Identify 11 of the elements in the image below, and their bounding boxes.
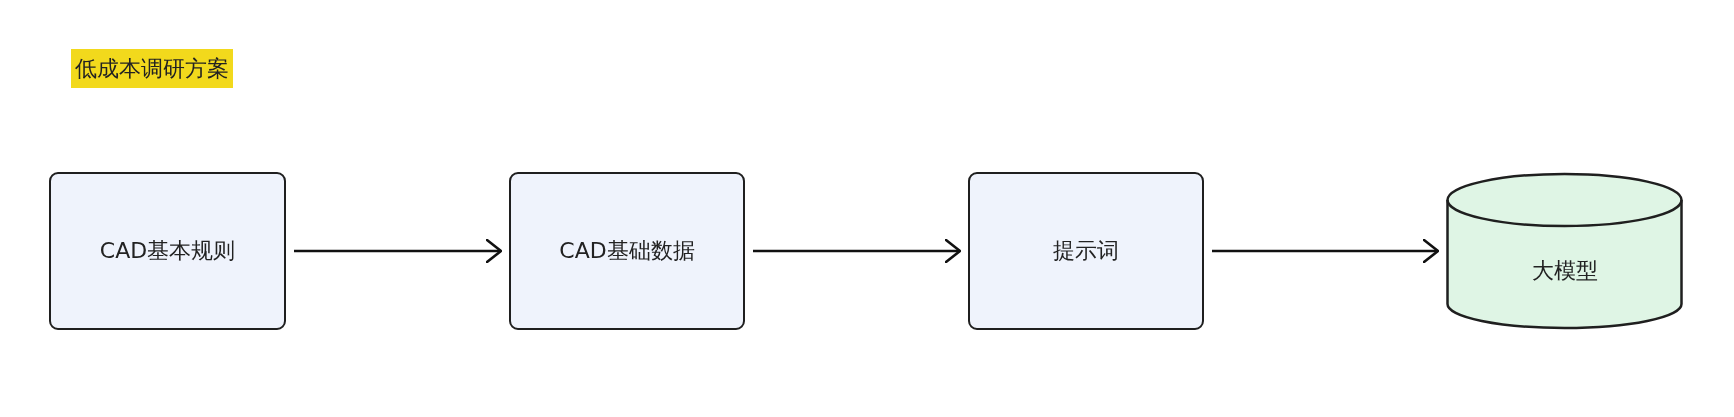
arrow <box>294 238 503 264</box>
node-label: CAD基础数据 <box>559 237 695 265</box>
diagram-title: 低成本调研方案 <box>71 49 233 88</box>
process-box <box>49 172 286 330</box>
node-label: CAD基本规则 <box>99 237 236 265</box>
arrow <box>753 238 962 264</box>
node-label: 提示词 <box>1053 237 1119 265</box>
arrow <box>1212 238 1440 264</box>
process-box <box>968 172 1204 330</box>
node-label: 大模型 <box>1531 257 1598 285</box>
process-box <box>509 172 745 330</box>
